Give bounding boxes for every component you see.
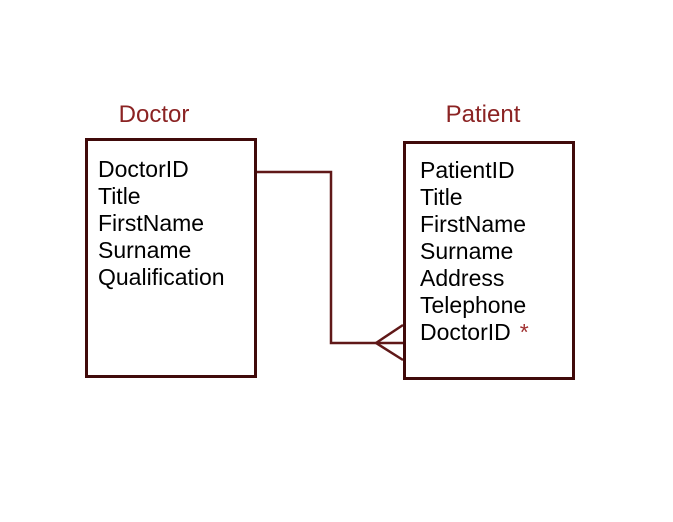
attribute-row-foreign-key: DoctorID * <box>420 319 572 346</box>
attribute-row: Surname <box>420 238 514 264</box>
foreign-key-attribute: DoctorID <box>420 319 511 345</box>
foreign-key-marker: * <box>519 319 529 345</box>
relationship-line <box>257 170 403 345</box>
attribute-row: FirstName <box>98 210 205 236</box>
attribute-row: PatientID <box>420 157 515 183</box>
attribute-row: Qualification <box>98 264 225 290</box>
attribute-row: FirstName <box>420 211 527 237</box>
attribute-list-patient: PatientID Title FirstName Surname Addres… <box>406 144 572 346</box>
entity-title-patient: Patient <box>445 101 521 128</box>
attribute-row: Title <box>98 183 141 209</box>
entity-title-doctor: Doctor <box>118 101 190 128</box>
entity-box-patient: PatientID Title FirstName Surname Addres… <box>403 141 575 380</box>
attribute-row: Title <box>420 184 463 210</box>
entity-box-doctor: DoctorID Title FirstName Surname Qualifi… <box>85 138 257 378</box>
attribute-row: Surname <box>98 237 192 263</box>
attribute-row: DoctorID <box>98 156 189 182</box>
attribute-list-doctor: DoctorID Title FirstName Surname Qualifi… <box>88 141 254 291</box>
crow-foot-many-icon <box>375 323 404 362</box>
attribute-row: Telephone <box>420 292 527 318</box>
attribute-row: Address <box>420 265 505 291</box>
